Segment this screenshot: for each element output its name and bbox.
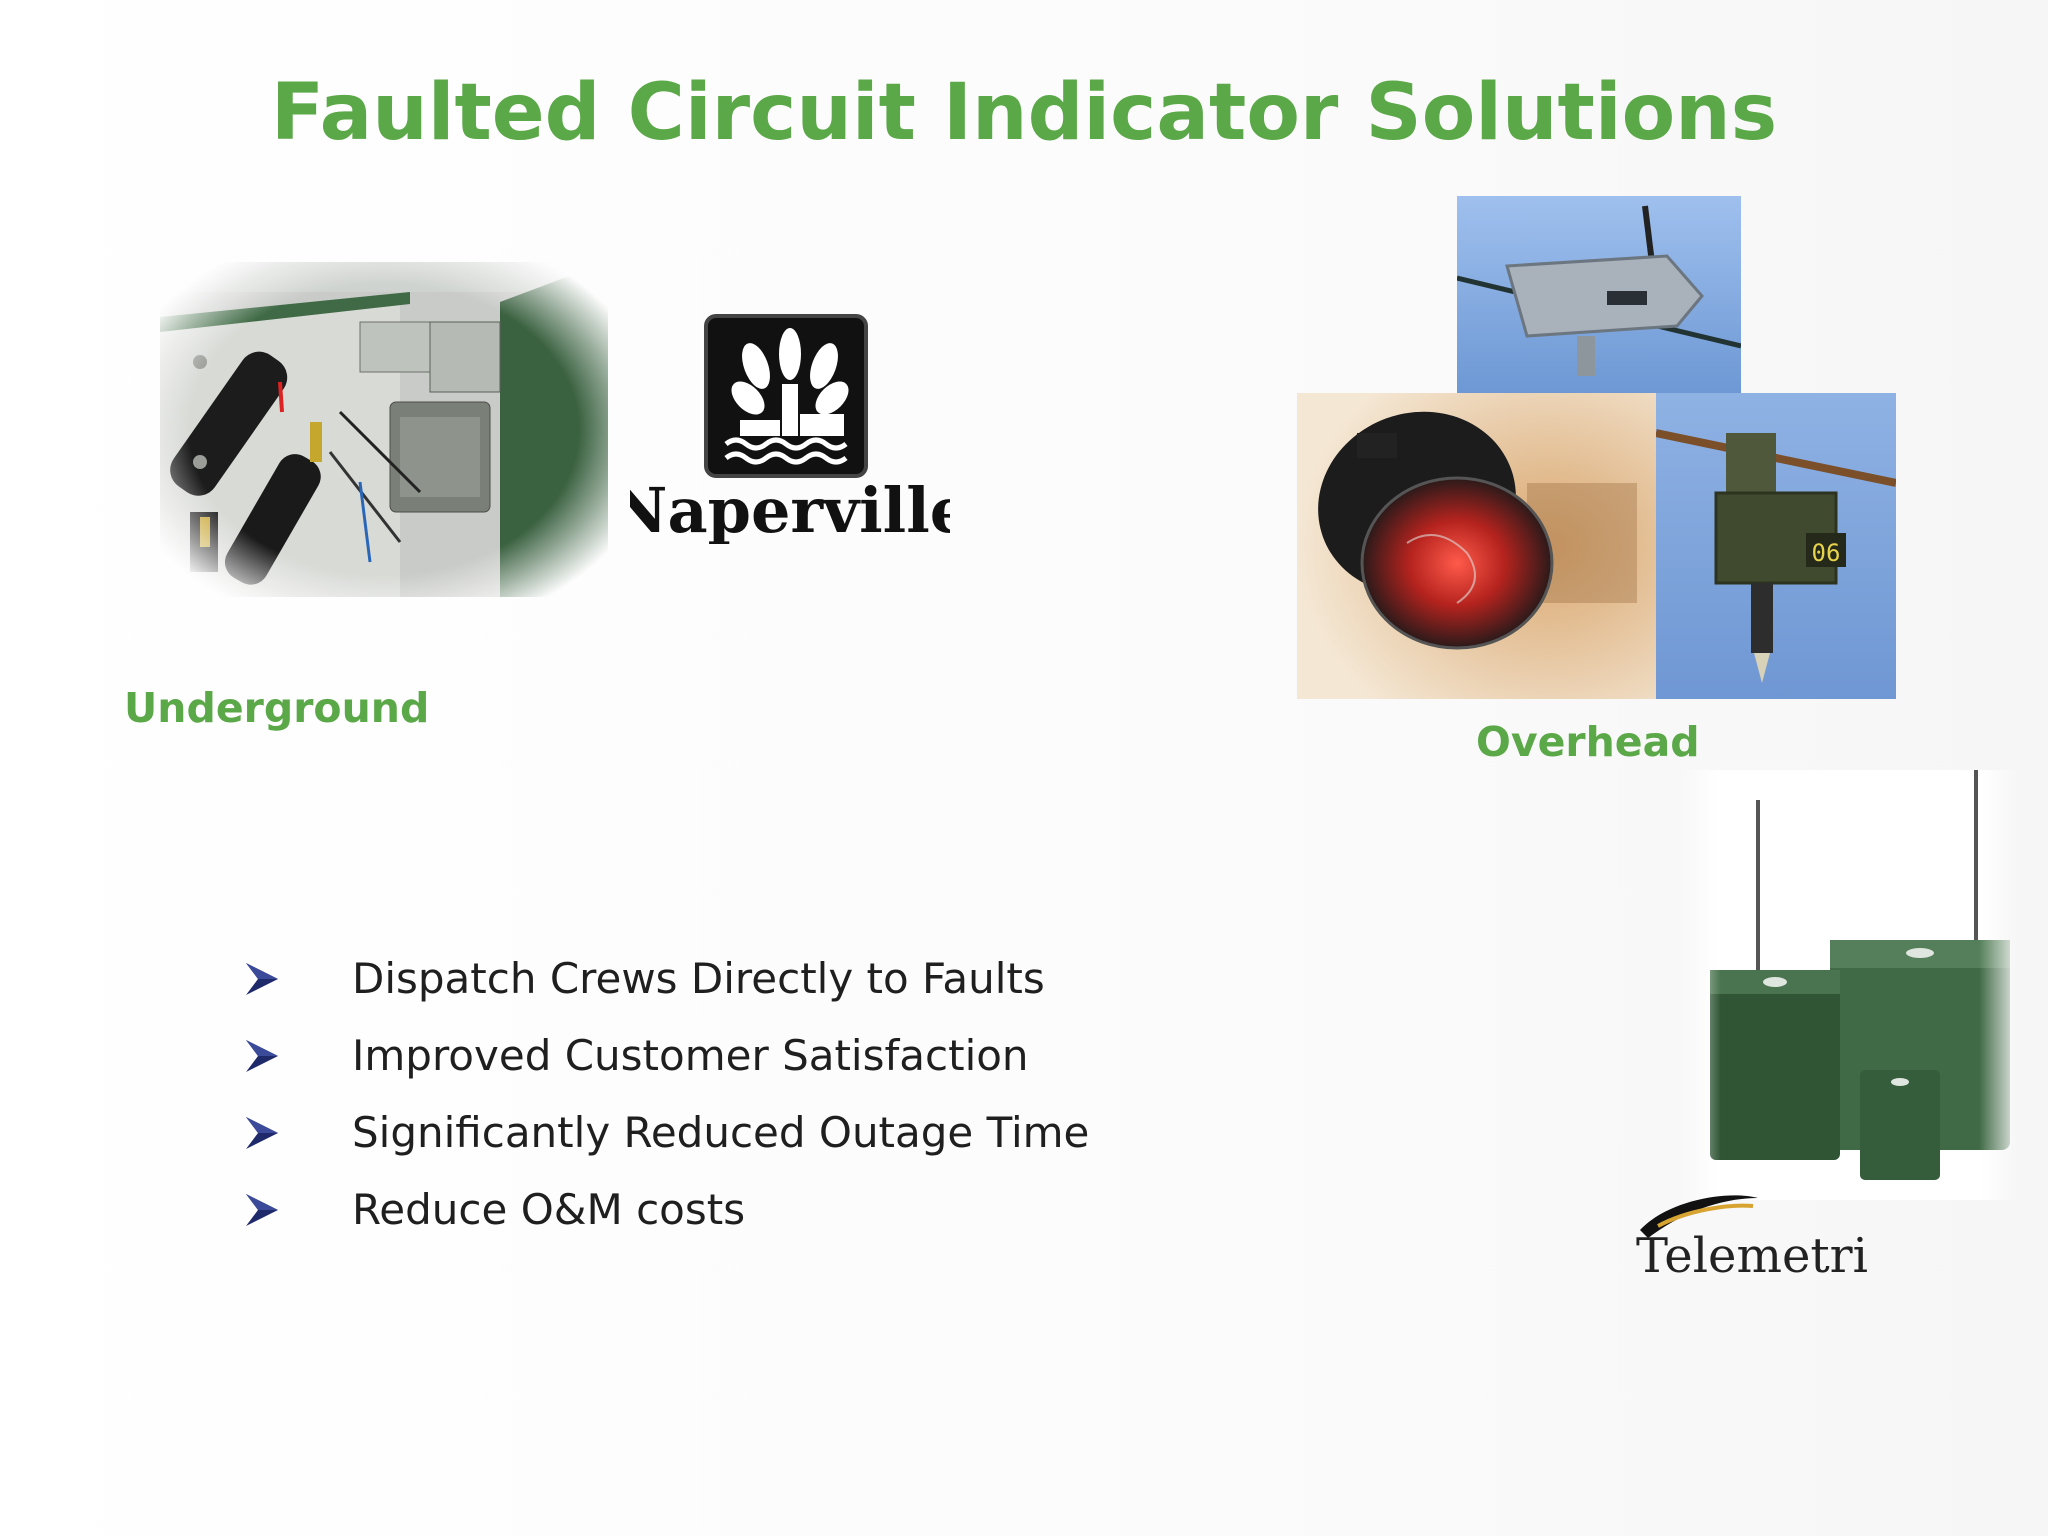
list-item: Improved Customer Satisfaction	[244, 1017, 1089, 1094]
telemetric-wordmark: Telemetric	[1636, 1228, 1868, 1284]
list-item: Reduce O&M costs	[244, 1171, 1089, 1248]
overhead-photo-led	[1297, 393, 1657, 699]
list-item: Significantly Reduced Outage Time	[244, 1094, 1089, 1171]
slide-title: Faulted Circuit Indicator Solutions	[270, 68, 1778, 158]
underground-photo	[160, 262, 608, 597]
naperville-logo: Naperville	[611, 314, 969, 547]
benefits-list: Dispatch Crews Directly to Faults Improv…	[244, 940, 1089, 1248]
telemetric-logo: Telemetric	[1628, 1190, 1895, 1290]
bullet-text: Improved Customer Satisfaction	[352, 1031, 1029, 1080]
bullet-arrow-icon	[246, 1193, 278, 1226]
bullet-arrow-icon	[246, 1039, 278, 1072]
telemetric-units-photo	[1680, 770, 2020, 1200]
overhead-photo-top	[1457, 196, 1741, 394]
naperville-wordmark: Naperville	[630, 474, 950, 544]
bullet-text: Dispatch Crews Directly to Faults	[352, 954, 1045, 1003]
bullet-text: Reduce O&M costs	[352, 1185, 746, 1234]
bullet-arrow-icon	[246, 962, 278, 995]
bullet-text: Significantly Reduced Outage Time	[352, 1108, 1090, 1157]
device-readout: 06	[1812, 539, 1841, 567]
overhead-label: Overhead	[1476, 718, 1700, 766]
list-item: Dispatch Crews Directly to Faults	[244, 940, 1089, 1017]
underground-label: Underground	[124, 684, 430, 732]
bullet-arrow-icon	[246, 1116, 278, 1149]
overhead-photo-box: 06	[1656, 393, 1896, 699]
